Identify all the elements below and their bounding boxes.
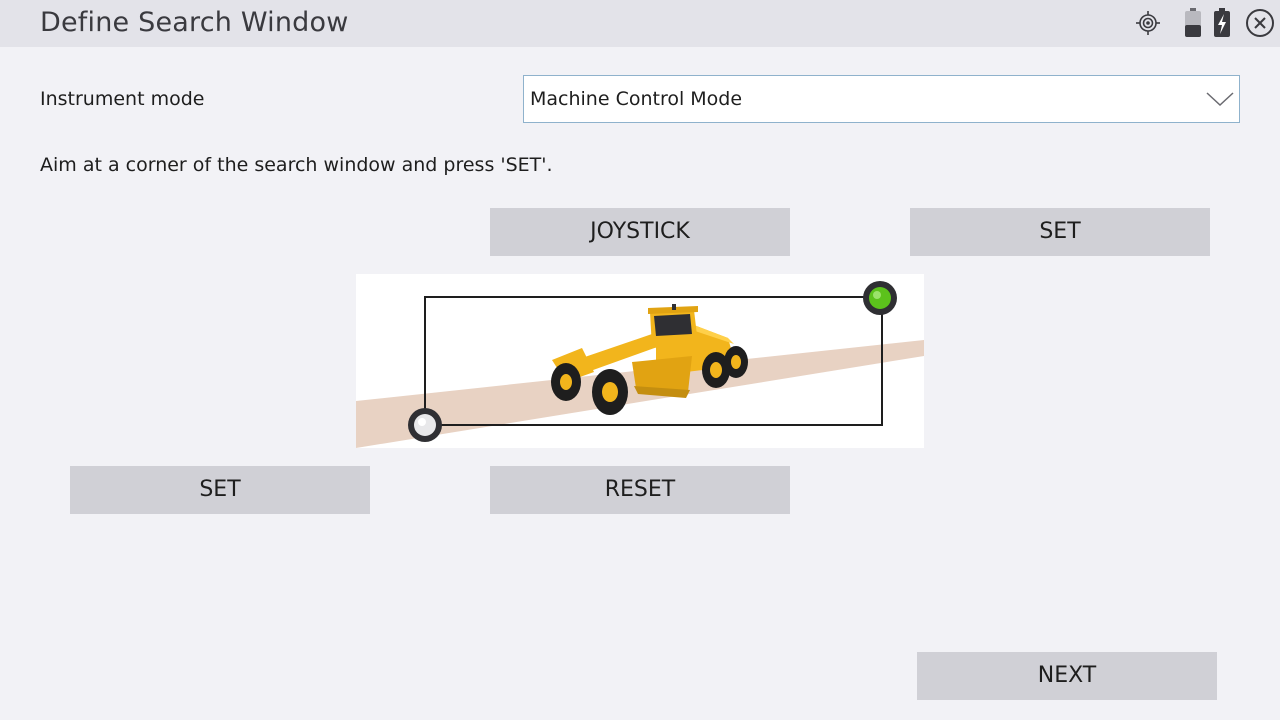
set-top-right-button[interactable]: SET [910,208,1210,256]
next-button[interactable]: NEXT [917,652,1217,700]
instruction-text: Aim at a corner of the search window and… [40,154,553,176]
corner-marker-unset-icon [408,408,442,442]
title-bar: Define Search Window [0,0,1280,47]
corner-marker-set-icon [863,281,897,315]
battery-icon [1184,8,1202,42]
chevron-down-icon [1205,89,1235,113]
page-title: Define Search Window [40,7,349,38]
target-icon[interactable] [1136,11,1160,39]
joystick-button[interactable]: JOYSTICK [490,208,790,256]
instrument-mode-dropdown[interactable]: Machine Control Mode [523,75,1240,123]
instrument-mode-label: Instrument mode [40,88,205,110]
close-icon[interactable] [1245,8,1275,42]
grader-icon [551,304,748,415]
search-window-illustration [356,274,924,448]
reset-button[interactable]: RESET [490,466,790,514]
set-bottom-left-button[interactable]: SET [70,466,370,514]
battery-charging-icon [1213,8,1231,42]
instrument-mode-value: Machine Control Mode [530,88,743,110]
